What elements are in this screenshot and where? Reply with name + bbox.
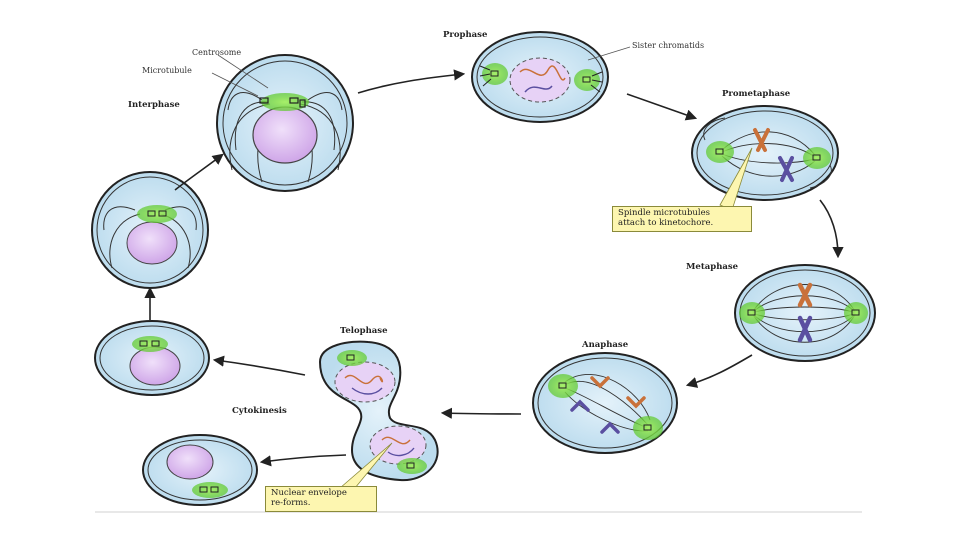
microtubule-leader <box>211 72 259 97</box>
label-centrosome: Centrosome <box>192 48 242 57</box>
callout-spindle-microtubules: Spindle microtubules attach to kinetocho… <box>612 206 752 232</box>
label-telophase: Telophase <box>340 326 388 336</box>
label-metaphase: Metaphase <box>686 262 739 272</box>
telophase-cell <box>318 340 439 482</box>
arrow-anaphase-to-telophase <box>440 407 522 419</box>
callout-nuclear-line2: re-forms. <box>271 497 311 508</box>
arrow-interphase-left-to-interphase <box>174 153 224 191</box>
arrow-metaphase-to-anaphase <box>685 354 753 388</box>
arrow-prometaphase-to-metaphase <box>819 199 844 259</box>
arrow-telophase-to-cytokinesis <box>259 454 347 467</box>
arrow-telophase-to-g1 <box>212 355 306 376</box>
label-interphase: Interphase <box>128 100 180 110</box>
interphase-nucleus <box>252 106 318 164</box>
prometaphase-cell <box>691 105 839 201</box>
metaphase-cell <box>734 264 876 362</box>
sister-chromatids-leader <box>587 46 631 61</box>
arrow-prophase-to-prometaphase <box>626 93 698 121</box>
label-anaphase: Anaphase <box>582 340 629 350</box>
centrosome-leader <box>217 54 269 89</box>
callout-nuclear-envelope: Nuclear envelope re-forms. <box>265 486 377 512</box>
callout-spindle-line2: attach to kinetochore. <box>618 217 714 228</box>
interphase-cell <box>216 54 354 192</box>
anaphase-cell <box>532 352 678 454</box>
prophase-cell <box>471 31 609 123</box>
interphase-left-cell <box>91 171 209 289</box>
label-cytokinesis: Cytokinesis <box>232 406 287 416</box>
label-sister-chromatids: Sister chromatids <box>632 41 705 50</box>
callout-nuclear-line1: Nuclear envelope <box>271 488 347 498</box>
label-microtubule: Microtubule <box>142 66 192 75</box>
label-prometaphase: Prometaphase <box>722 89 791 99</box>
label-prophase: Prophase <box>443 30 488 40</box>
arrow-interphase-to-prophase <box>357 69 466 94</box>
cycle-arrows <box>144 69 844 467</box>
cytokinesis-cell <box>142 434 258 506</box>
callout-spindle-line1: Spindle microtubules <box>618 208 710 218</box>
g1-cell-left <box>94 320 210 396</box>
